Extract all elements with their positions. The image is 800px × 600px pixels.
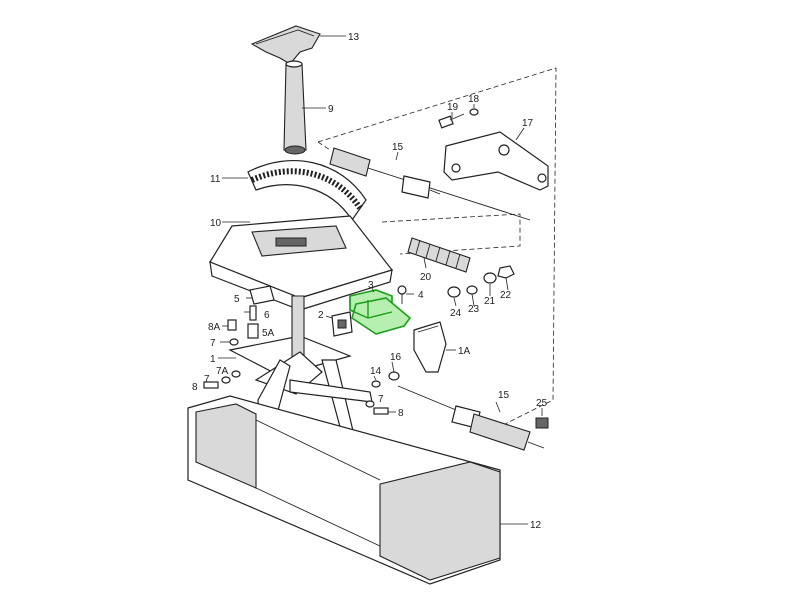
callout-8-left: 8 [192, 382, 198, 393]
callout-12: 12 [530, 520, 542, 531]
part-8a-bolt[interactable] [227, 319, 237, 331]
part-13-shift-knob[interactable] [250, 25, 321, 65]
part-3-switch-highlighted[interactable] [349, 289, 412, 335]
callout-16: 16 [390, 352, 402, 363]
part-11-slide-cover[interactable] [247, 160, 367, 222]
callout-7a: 7A [216, 366, 229, 377]
part-12-base-housing[interactable] [187, 395, 501, 585]
part-24-nut[interactable] [447, 286, 461, 298]
part-14-nut[interactable] [371, 380, 381, 388]
part-7-washer-right[interactable] [365, 400, 375, 408]
callout-21: 21 [484, 296, 496, 307]
part-7-washer-lower[interactable] [221, 376, 231, 384]
part-16-bushing[interactable] [388, 371, 400, 381]
callout-17: 17 [522, 118, 534, 129]
callout-7-lower: 7 [204, 374, 210, 385]
callout-2: 2 [318, 310, 324, 321]
part-23-washer[interactable] [466, 285, 478, 295]
part-1a-detent-plate[interactable] [413, 321, 447, 373]
callout-19: 19 [447, 102, 459, 113]
callout-25: 25 [536, 398, 548, 409]
callout-1: 1 [210, 354, 216, 365]
callout-5a: 5A [262, 328, 275, 339]
part-9-lever-tube[interactable] [283, 60, 307, 155]
part-5a-sleeve[interactable] [247, 323, 259, 339]
part-2-block[interactable] [331, 311, 353, 337]
part-17-cable-bracket[interactable] [443, 131, 549, 191]
part-8-bolt-right[interactable] [373, 407, 389, 415]
callout-7-right: 7 [378, 394, 384, 405]
assembly-boundary [317, 67, 557, 425]
part-8-bolt-left[interactable] [203, 381, 219, 389]
part-25-cable-end[interactable] [535, 417, 549, 429]
part-10-selector-housing[interactable] [209, 215, 394, 311]
callout-8-right: 8 [398, 408, 404, 419]
part-19-bolt[interactable] [438, 113, 465, 129]
callout-1a: 1A [458, 346, 471, 357]
part-21-bushing[interactable] [483, 272, 497, 284]
callout-22: 22 [500, 290, 512, 301]
part-20-cable-boot[interactable] [407, 237, 471, 273]
part-6-pin[interactable] [249, 305, 257, 321]
callout-labels: 13 9 19 18 17 15 11 10 20 3 4 5 2 6 8A 5… [192, 32, 548, 531]
callout-7-left: 7 [210, 338, 216, 349]
callout-15-lower: 15 [498, 390, 510, 401]
callout-13: 13 [348, 32, 360, 43]
callout-15-upper: 15 [392, 142, 404, 153]
callout-23: 23 [468, 304, 480, 315]
part-7-washer-left[interactable] [229, 338, 239, 346]
part-7a-washer[interactable] [231, 370, 241, 378]
callout-18: 18 [468, 94, 480, 105]
leader-lines [218, 35, 543, 525]
callout-6: 6 [264, 310, 270, 321]
part-18-washer[interactable] [469, 108, 479, 116]
part-22-nut[interactable] [497, 265, 515, 279]
callout-4: 4 [418, 290, 424, 301]
callout-14: 14 [370, 366, 382, 377]
part-15-lower-cable[interactable] [397, 385, 545, 451]
callout-20: 20 [420, 272, 432, 283]
callout-11: 11 [210, 174, 221, 185]
callout-3: 3 [368, 280, 374, 291]
callout-24: 24 [450, 308, 462, 319]
part-4-screw[interactable] [397, 285, 407, 304]
part-15-upper-cable[interactable] [329, 147, 531, 221]
part-5-clip[interactable] [249, 285, 275, 305]
callout-5: 5 [234, 294, 240, 305]
callout-8a: 8A [208, 322, 221, 333]
callout-10: 10 [210, 218, 222, 229]
callout-9: 9 [328, 104, 334, 115]
